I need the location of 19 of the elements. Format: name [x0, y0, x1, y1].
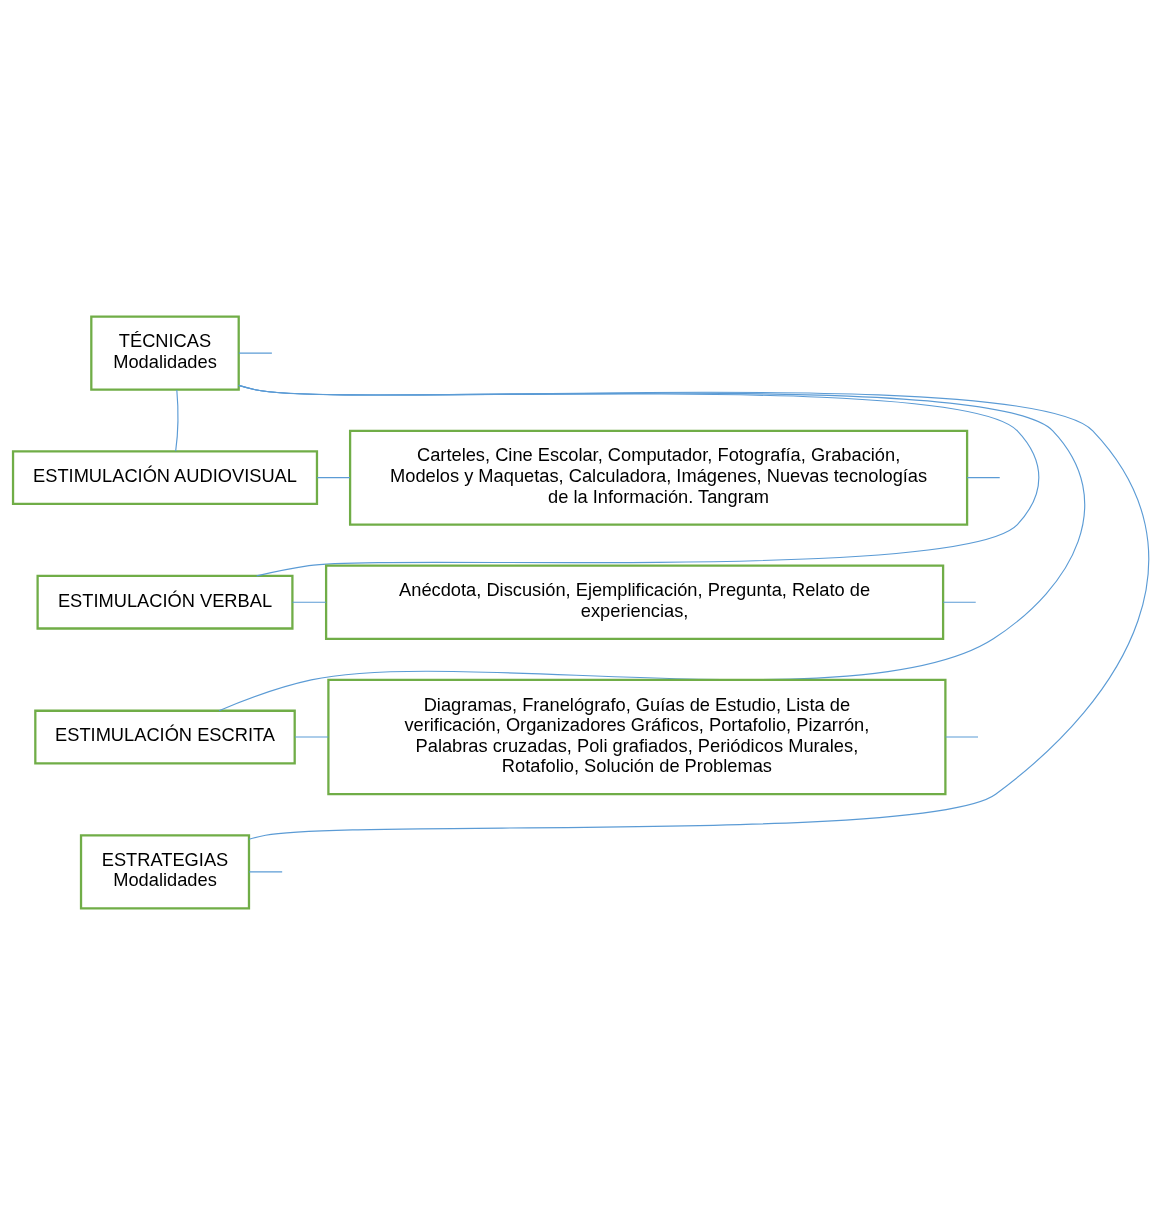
node-box: ESTIMULACIÓN AUDIOVISUAL	[11, 450, 319, 506]
connector	[238, 384, 1150, 840]
node-box: ESTRATEGIAS Modalidades	[79, 834, 251, 910]
node-box: ESTIMULACIÓN VERBAL	[36, 574, 294, 630]
connector	[294, 736, 329, 738]
connector	[942, 601, 977, 603]
connector	[175, 389, 179, 452]
connector	[218, 384, 1086, 712]
connector	[316, 477, 351, 479]
node-box: Diagramas, Franelógrafo, Guías de Estudio, Lista de verificación, Organizadores Gráficos, Portafolio, Pizarrón, Palabras cruzadas, Poli grafiados, Periódicos Murales, Rotafolio, Solución de Problemas	[327, 678, 947, 796]
node-box: ESTIMULACIÓN ESCRITA	[34, 709, 296, 765]
connector	[966, 477, 1001, 479]
node-box: TÉCNICAS Modalidades	[90, 315, 240, 391]
node-box: Carteles, Cine Escolar, Computador, Fotografía, Grabación, Modelos y Maquetas, Calculadora, Imágenes, Nuevas tecnologías de la Información. Tangram	[348, 429, 969, 526]
connector	[238, 352, 273, 354]
node-box: Anécdota, Discusión, Ejemplificación, Pregunta, Relato de experiencias,	[324, 564, 945, 640]
connector	[944, 736, 979, 738]
connector	[291, 601, 327, 603]
connector	[248, 871, 283, 873]
